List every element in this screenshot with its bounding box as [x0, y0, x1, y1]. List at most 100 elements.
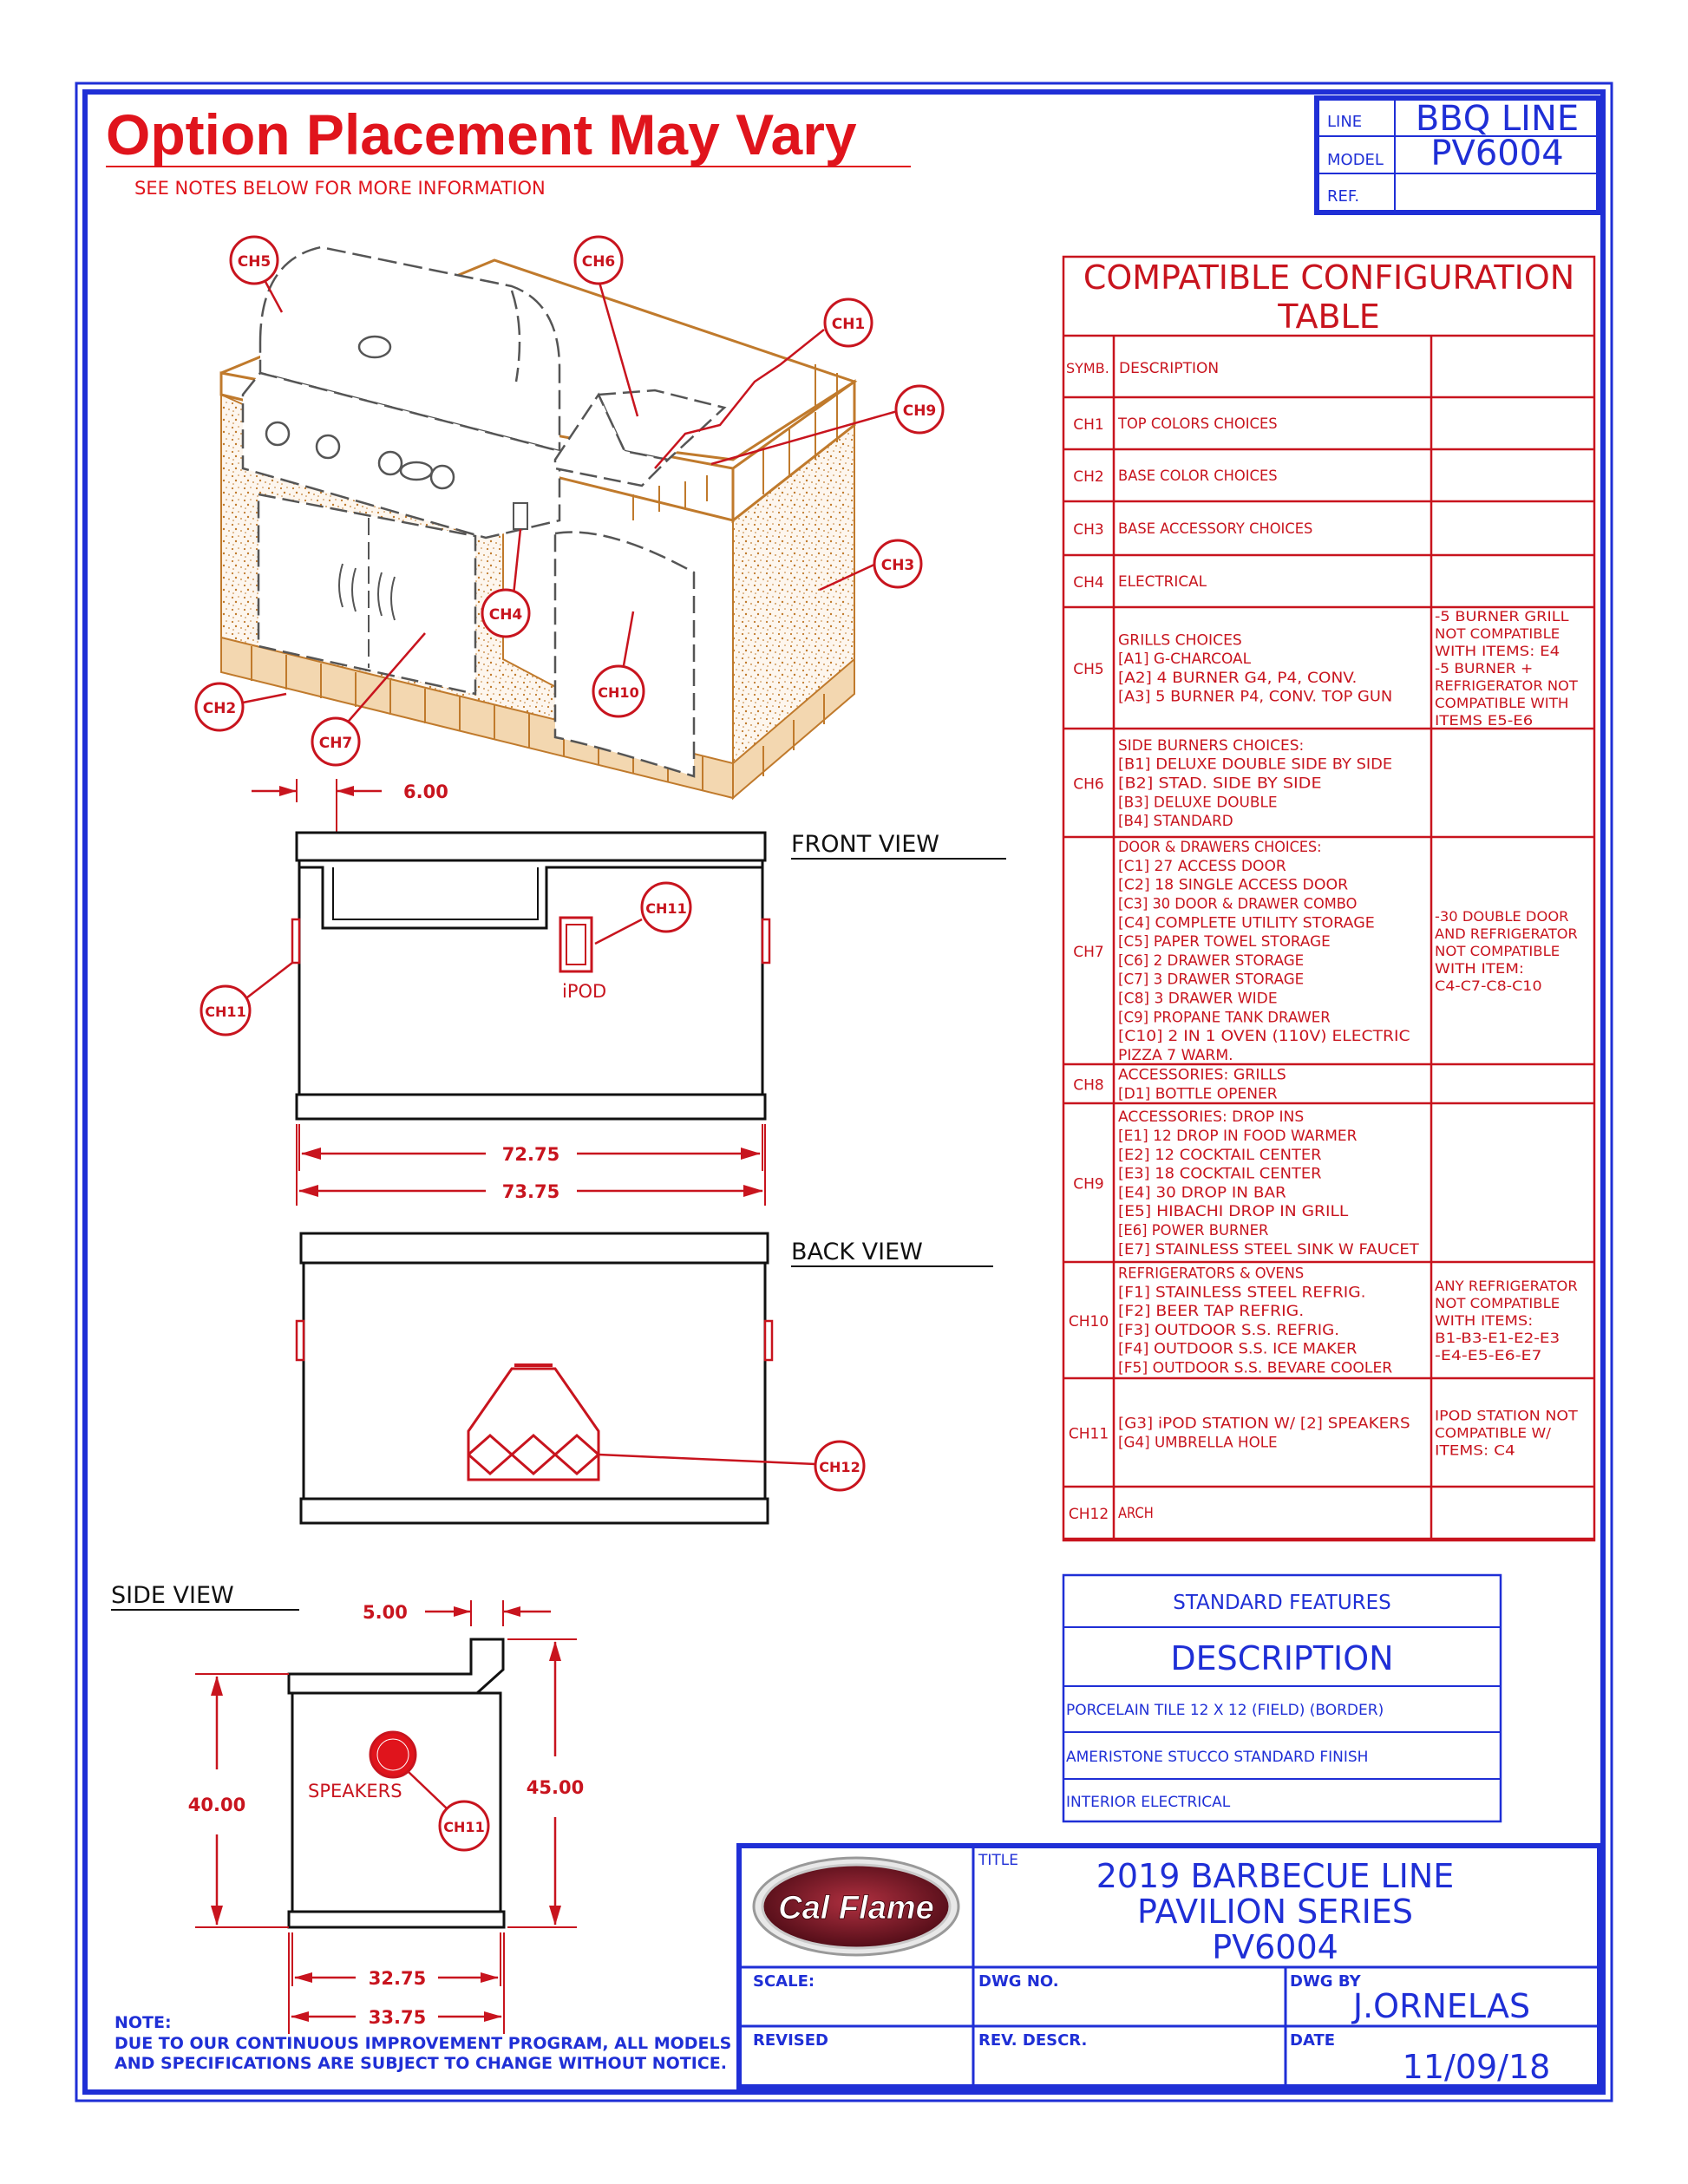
side-dim-right: 45.00	[527, 1777, 584, 1798]
side-dim-top: 5.00	[363, 1602, 408, 1623]
config-row-line: TOP COLORS CHOICES	[1117, 415, 1278, 432]
callout-ch11-front: CH11	[640, 881, 692, 933]
svg-text:CH5: CH5	[238, 253, 272, 271]
config-row-line: GRILLS CHOICES	[1118, 631, 1242, 648]
config-row-note: ITEMS E5-E6	[1435, 712, 1533, 729]
config-row-line: [C1] 27 ACCESS DOOR	[1118, 858, 1286, 874]
config-row-line: [E1] 12 DROP IN FOOD WARMER	[1118, 1128, 1357, 1144]
config-row-line: [F1] STAINLESS STEEL REFRIG.	[1118, 1284, 1366, 1300]
callout-ch11-side: CH11	[438, 1800, 490, 1852]
config-row: CH8 ACCESSORIES: GRILLS [D1] BOTTLE OPENER	[1073, 1067, 1286, 1102]
config-row-line: [F2] BEER TAP REFRIG.	[1118, 1303, 1304, 1319]
config-row-line: [E5] HIBACHI DROP IN GRILL	[1118, 1203, 1349, 1220]
svg-text:CH11: CH11	[443, 1819, 484, 1835]
drawing-title-line2: PAVILION SERIES	[1137, 1893, 1413, 1931]
config-title-line1: COMPATIBLE CONFIGURATION	[1083, 258, 1574, 297]
config-row-symbol: CH5	[1073, 661, 1103, 678]
config-row-line: [A3] 5 BURNER P4, CONV. TOP GUN	[1118, 689, 1392, 705]
cal-flame-logo: Cal Flame	[752, 1856, 960, 1957]
svg-text:CH3: CH3	[881, 557, 915, 574]
config-row-line: [F4] OUTDOOR S.S. ICE MAKER	[1118, 1341, 1357, 1357]
scale-label: SCALE:	[753, 1972, 815, 1991]
config-row: CH5 GRILLS CHOICES [A1] G-CHARCOAL [A2] 4 B…	[1073, 608, 1578, 729]
config-row-note: NOT COMPATIBLE	[1435, 1295, 1560, 1311]
drawing-title-line1: 2019 BARBECUE LINE	[1096, 1857, 1455, 1895]
callout-ch12: CH12	[814, 1440, 866, 1492]
config-row-line: [A2] 4 BURNER G4, P4, CONV.	[1118, 670, 1357, 686]
config-row-line: REFRIGERATORS & OVENS	[1118, 1265, 1304, 1282]
config-row-symbol: CH11	[1069, 1426, 1109, 1443]
callout-ch10: CH10	[592, 664, 645, 718]
header-title: Option Placement May Vary	[106, 102, 857, 167]
outer-frame	[75, 82, 1613, 2102]
config-row-line: ACCESSORIES: GRILLS	[1118, 1067, 1286, 1083]
dwg-by-label: DWG BY	[1290, 1972, 1362, 1991]
config-row-note: C4-C7-C8-C10	[1435, 978, 1542, 994]
model-value: PV6004	[1430, 134, 1563, 173]
config-header-symbol: SYMB.	[1066, 360, 1109, 376]
config-row-note: AND REFRIGERATOR	[1435, 925, 1578, 942]
dwg-no-label: DWG NO.	[978, 1972, 1059, 1991]
front-view: FRONT VIEW 6.00 iPOD CH11 CH11	[200, 779, 1006, 1206]
config-row-symbol: CH4	[1073, 574, 1103, 592]
config-row-line: [F5] OUTDOOR S.S. BEVARE COOLER	[1118, 1360, 1392, 1376]
config-row-note: B1-B3-E1-E2-E3	[1435, 1330, 1560, 1346]
date-value: 11/09/18	[1403, 2048, 1551, 2086]
config-row-note: IPOD STATION NOT	[1435, 1408, 1578, 1424]
config-row-note: -5 BURNER GRILL	[1435, 608, 1569, 624]
dwg-by-value: J.ORNELAS	[1351, 1987, 1530, 2025]
side-dim-left: 40.00	[188, 1795, 245, 1815]
config-row-line: [D1] BOTTLE OPENER	[1118, 1085, 1278, 1102]
config-row-note: -30 DOUBLE DOOR	[1435, 908, 1569, 925]
config-row-line: [A1] G-CHARCOAL	[1118, 651, 1252, 667]
drawing-title-line3: PV6004	[1212, 1928, 1338, 1966]
svg-text:CH11: CH11	[205, 1004, 245, 1020]
config-row-symbol: CH1	[1073, 416, 1103, 434]
callout-ch3: CH3	[873, 539, 923, 589]
date-label: DATE	[1290, 2031, 1335, 2050]
config-row-line: [C2] 18 SINGLE ACCESS DOOR	[1118, 877, 1348, 893]
callout-ch9: CH9	[894, 384, 945, 435]
config-row-line: [F3] OUTDOOR S.S. REFRIG.	[1118, 1322, 1339, 1338]
ref-label: REF.	[1327, 187, 1359, 206]
config-row-symbol: CH8	[1073, 1077, 1103, 1095]
line-value: BBQ LINE	[1416, 99, 1579, 139]
config-row-line: BASE COLOR CHOICES	[1118, 468, 1278, 484]
svg-text:CH6: CH6	[582, 253, 616, 271]
side-dim-inner: 32.75	[369, 1968, 426, 1989]
config-row-line: [C5] PAPER TOWEL STORAGE	[1118, 933, 1331, 950]
callout-ch7: CH7	[311, 716, 361, 767]
config-row-line: PIZZA 7 WARM.	[1118, 1047, 1233, 1063]
config-row-line: [E2] 12 COCKTAIL CENTER	[1118, 1147, 1322, 1163]
config-row-line: [E7] STAINLESS STEEL SINK W FAUCET	[1118, 1241, 1420, 1258]
feature-item: INTERIOR ELECTRICAL	[1066, 1794, 1231, 1811]
front-dim-top: 6.00	[403, 781, 448, 802]
config-row-line: [E4] 30 DROP IN BAR	[1118, 1184, 1286, 1200]
config-row-note: WITH ITEM:	[1435, 960, 1524, 977]
callout-ch5: CH5	[229, 235, 279, 285]
config-row-line: [C6] 2 DRAWER STORAGE	[1118, 952, 1304, 969]
config-header-description: DESCRIPTION	[1119, 360, 1219, 377]
config-row: CH1 TOP COLORS CHOICES	[1073, 415, 1277, 434]
line-label: LINE	[1327, 113, 1362, 131]
back-view-label: BACK VIEW	[791, 1239, 923, 1265]
config-row-note: COMPATIBLE WITH	[1435, 695, 1569, 711]
config-row-note: WITH ITEMS:	[1435, 1312, 1533, 1329]
svg-text:CH10: CH10	[598, 684, 638, 701]
ipod-label: iPOD	[562, 981, 606, 1002]
features-subheading: DESCRIPTION	[1170, 1639, 1393, 1677]
config-row-line: [C9] PROPANE TANK DRAWER	[1118, 1009, 1331, 1025]
config-row-line: [E6] POWER BURNER	[1118, 1222, 1268, 1239]
speakers-label: SPEAKERS	[308, 1781, 402, 1801]
config-row-line: [C7] 3 DRAWER STORAGE	[1118, 971, 1304, 988]
config-row-note: NOT COMPATIBLE	[1435, 943, 1560, 959]
svg-text:CH2: CH2	[203, 700, 237, 717]
front-view-label: FRONT VIEW	[791, 831, 939, 858]
callout-ch6: CH6	[573, 235, 624, 285]
footer-note: NOTE: DUE TO OUR CONTINUOUS IMPROVEMENT …	[114, 2013, 731, 2073]
callout-ch11-left: CH11	[200, 984, 252, 1036]
header-subtitle: SEE NOTES BELOW FOR MORE INFORMATION	[134, 178, 546, 199]
